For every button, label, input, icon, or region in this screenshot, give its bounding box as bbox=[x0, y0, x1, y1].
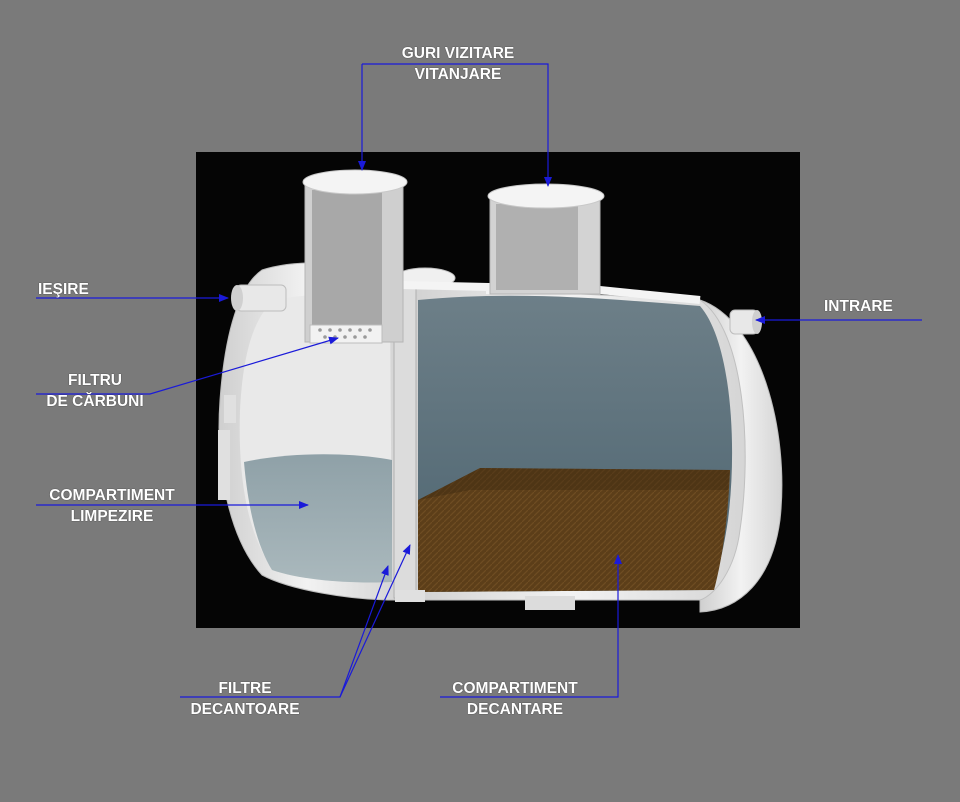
label-filtre-decantoare-line1: FILTRE bbox=[218, 680, 272, 697]
sludge-top bbox=[418, 468, 730, 500]
sludge-layer bbox=[418, 468, 730, 592]
label-intrare-text: INTRARE bbox=[824, 298, 893, 315]
label-filtre-decantoare-line2: DECANTOARE bbox=[190, 701, 300, 718]
bottom-foot-2 bbox=[525, 596, 575, 610]
label-iesire: IEŞIRE bbox=[38, 279, 89, 300]
label-compartiment-limpezire-line1: COMPARTIMENT bbox=[49, 487, 175, 504]
label-compartiment-decantare: COMPARTIMENT DECANTARE bbox=[435, 678, 595, 720]
outlet-pipe-end bbox=[231, 285, 243, 311]
inlet-pipe-end bbox=[752, 310, 762, 334]
label-guri-vizitare: GURI VIZITARE VITANJARE bbox=[378, 43, 538, 85]
label-filtru-line2: DE CĂRBUNI bbox=[46, 393, 144, 410]
label-iesire-text: IEŞIRE bbox=[38, 281, 89, 298]
label-guri-vizitare-line1: GURI VIZITARE bbox=[401, 45, 515, 62]
right-manhole-inner bbox=[496, 204, 578, 290]
right-manhole-rim bbox=[487, 183, 605, 209]
label-filtru-line1: FILTRU bbox=[68, 372, 122, 389]
label-guri-vizitare-line2: VITANJARE bbox=[414, 66, 502, 83]
label-intrare: INTRARE bbox=[824, 296, 893, 317]
label-compartiment-limpezire: COMPARTIMENT LIMPEZIRE bbox=[34, 485, 190, 527]
left-rib-2 bbox=[218, 430, 230, 500]
outlet-pipe bbox=[235, 284, 287, 312]
left-manhole-rim bbox=[302, 169, 408, 195]
callout-lines bbox=[36, 63, 922, 698]
label-filtru: FILTRU DE CĂRBUNI bbox=[30, 370, 160, 412]
label-filtre-decantoare: FILTRE DECANTOARE bbox=[170, 678, 320, 720]
carbon-filter bbox=[309, 324, 383, 344]
carbon-filter-holes bbox=[318, 328, 372, 339]
label-compartiment-decantare-line2: DECANTARE bbox=[466, 701, 564, 718]
left-rib-1 bbox=[224, 395, 236, 423]
label-compartiment-limpezire-line2: LIMPEZIRE bbox=[70, 508, 154, 525]
left-manhole-inner bbox=[312, 190, 382, 330]
bottom-foot bbox=[395, 590, 425, 602]
label-compartiment-decantare-line1: COMPARTIMENT bbox=[452, 680, 578, 697]
left-water bbox=[244, 454, 392, 583]
